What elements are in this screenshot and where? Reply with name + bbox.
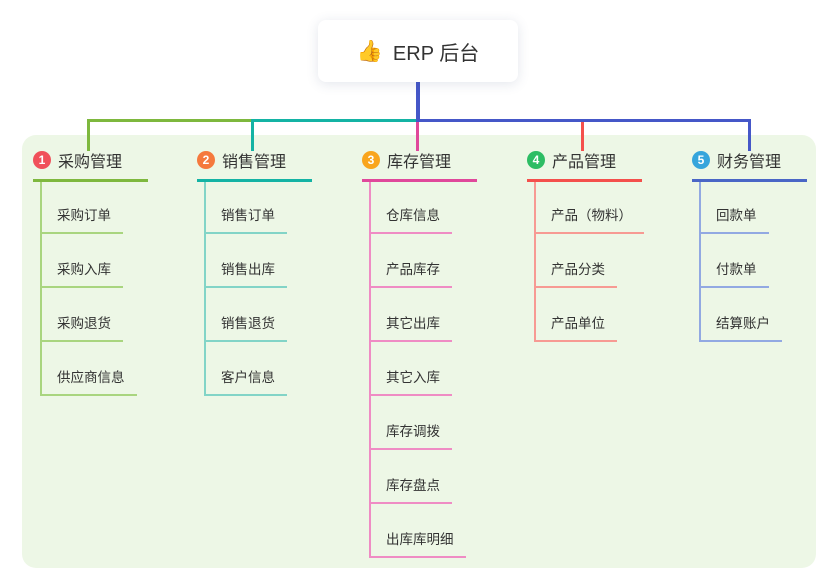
child-node[interactable]: 仓库信息	[369, 204, 452, 234]
child-connector-line	[699, 180, 701, 340]
child-node[interactable]: 回款单	[699, 204, 769, 234]
child-node[interactable]: 采购退货	[40, 312, 123, 342]
child-node[interactable]: 付款单	[699, 258, 769, 288]
branches-panel	[22, 135, 816, 568]
child-node[interactable]: 产品单位	[534, 312, 617, 342]
branch-drop-line	[581, 122, 584, 151]
child-node[interactable]: 销售出库	[204, 258, 287, 288]
child-node[interactable]: 其它出库	[369, 312, 452, 342]
child-connector-line	[534, 180, 536, 340]
branch-drop-line	[251, 122, 254, 151]
branch-header[interactable]: 4 产品管理	[527, 148, 642, 182]
branch-number-badge: 5	[692, 151, 710, 169]
thumbs-up-icon: 👍	[356, 39, 383, 63]
child-node[interactable]: 库存盘点	[369, 474, 452, 504]
branch-drop-line	[748, 122, 751, 151]
branch-header[interactable]: 5 财务管理	[692, 148, 807, 182]
branch-header[interactable]: 1 采购管理	[33, 148, 148, 182]
child-node[interactable]: 销售退货	[204, 312, 287, 342]
bus-segment	[87, 119, 254, 122]
child-node[interactable]: 产品库存	[369, 258, 452, 288]
child-node[interactable]: 客户信息	[204, 366, 287, 396]
child-node[interactable]: 库存调拨	[369, 420, 452, 450]
child-node[interactable]: 销售订单	[204, 204, 287, 234]
child-node[interactable]: 结算账户	[699, 312, 782, 342]
branch-number-badge: 2	[197, 151, 215, 169]
branch-drop-line	[416, 122, 419, 151]
child-node[interactable]: 供应商信息	[40, 366, 137, 396]
child-node[interactable]: 其它入库	[369, 366, 452, 396]
child-node[interactable]: 采购订单	[40, 204, 123, 234]
branch-header[interactable]: 2 销售管理	[197, 148, 312, 182]
bus-segment	[416, 119, 751, 122]
branch-number-badge: 4	[527, 151, 545, 169]
branch-header[interactable]: 3 库存管理	[362, 148, 477, 182]
child-node[interactable]: 产品（物料）	[534, 204, 644, 234]
branch-label: 库存管理	[387, 154, 452, 171]
branch-label: 销售管理	[222, 154, 287, 171]
branch-label: 采购管理	[58, 154, 123, 171]
branch-label: 财务管理	[717, 154, 782, 171]
branch-number-badge: 3	[362, 151, 380, 169]
child-node[interactable]: 采购入库	[40, 258, 123, 288]
child-connector-line	[369, 180, 371, 556]
root-node-label: ERP 后台	[392, 42, 480, 65]
root-node[interactable]: 👍 ERP 后台	[318, 20, 518, 82]
trunk-line	[416, 82, 420, 122]
bus-segment	[251, 119, 419, 122]
branch-drop-line	[87, 122, 90, 151]
child-node[interactable]: 出库库明细	[369, 528, 466, 558]
branch-number-badge: 1	[33, 151, 51, 169]
branch-label: 产品管理	[552, 154, 617, 171]
child-node[interactable]: 产品分类	[534, 258, 617, 288]
